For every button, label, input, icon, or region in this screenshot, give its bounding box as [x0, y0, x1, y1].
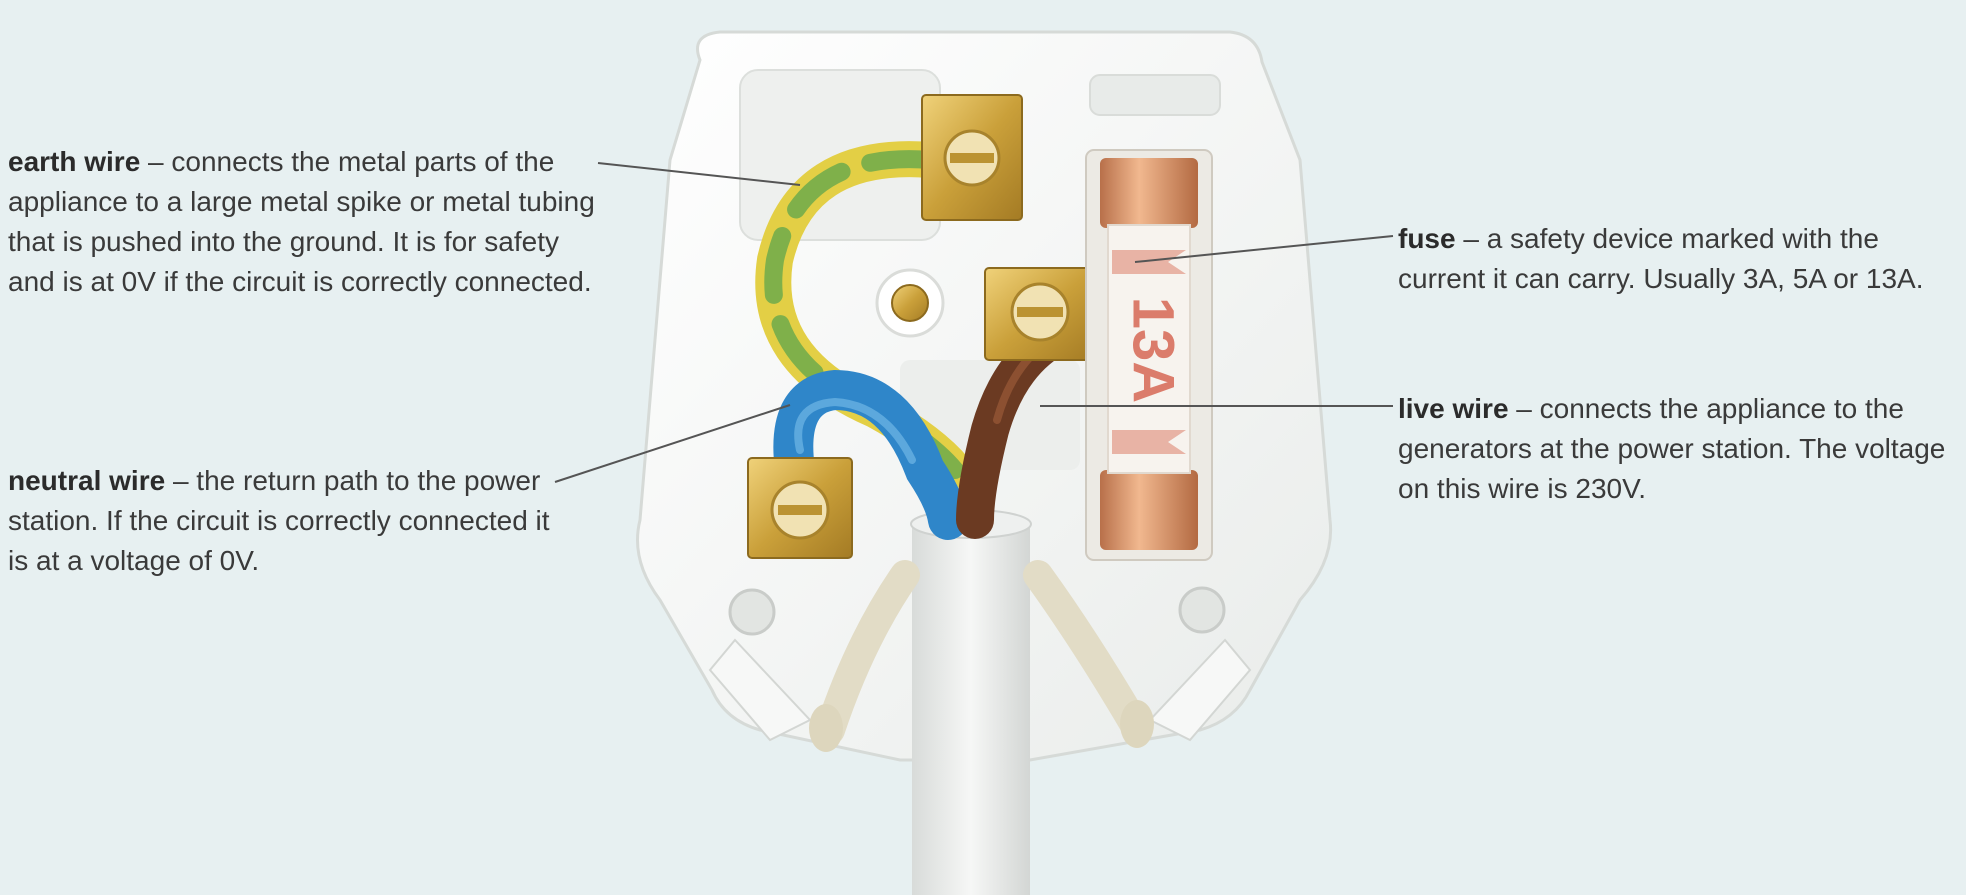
leader-lines	[554, 162, 1394, 483]
fuse-leader-line	[1134, 235, 1394, 263]
fuse: 13A	[1085, 149, 1213, 561]
centre-screw	[875, 268, 945, 338]
fuse-label: fuse – a safety device marked with the c…	[1398, 219, 1958, 299]
earth-wire-label: earth wire – connects the metal parts of…	[8, 142, 608, 302]
neutral-leader-line	[554, 404, 791, 483]
neutral-wire	[773, 369, 968, 540]
earth-terminal	[921, 94, 1023, 221]
live-wire-label: live wire – connects the appliance to th…	[1398, 389, 1958, 509]
cord-grip	[809, 560, 1154, 752]
earth-wire-description: – connects the metal parts of the applia…	[8, 146, 595, 297]
fuse-marking: 13A	[1121, 297, 1186, 403]
neutral-wire-description: – the return path to the power station. …	[8, 465, 550, 576]
cable	[910, 509, 1032, 895]
fuse-description: – a safety device marked with the curren…	[1398, 223, 1924, 294]
neutral-terminal	[747, 457, 853, 559]
fuse-term: fuse	[1398, 223, 1456, 254]
live-wire-term: live wire	[1398, 393, 1509, 424]
earth-wire-term: earth wire	[8, 146, 141, 177]
live-terminal	[984, 267, 1096, 361]
neutral-wire-label: neutral wire – the return path to the po…	[8, 461, 568, 581]
live-wire-description: – connects the appliance to the generato…	[1398, 393, 1946, 504]
earth-leader-line	[597, 162, 801, 186]
neutral-wire-term: neutral wire	[8, 465, 166, 496]
